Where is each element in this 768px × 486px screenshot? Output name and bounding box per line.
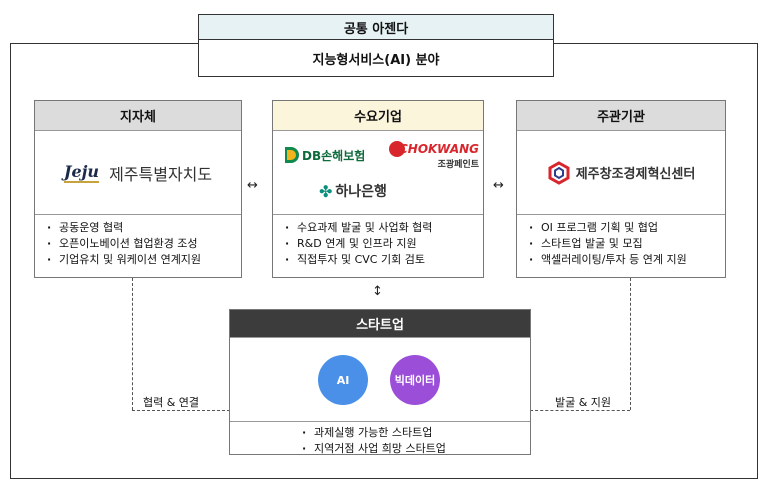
ccei-logo-icon xyxy=(548,160,570,185)
startup-box: 스타트업 AI 빅데이터 과제실행 가능한 스타트업 지역거점 사업 희망 스타… xyxy=(229,309,531,457)
bigdata-circle: 빅데이터 xyxy=(390,355,440,405)
host-organization-title: 주관기관 xyxy=(517,101,725,131)
db-logo: DB손해보험 xyxy=(283,145,365,165)
chokwang-circle-icon xyxy=(389,141,405,157)
agenda-title: 공통 아젠다 xyxy=(198,14,554,40)
jeju-logo-mark: Jeju xyxy=(63,162,100,183)
local-government-title: 지자체 xyxy=(35,101,241,131)
left-dashed-connector xyxy=(132,278,133,410)
demand-company-box: 수요기업 DB손해보험 CHOKWANG 조광페인트 ✤ 하나은행 수요과제 발… xyxy=(272,100,484,278)
right-bidirectional-arrow: ↔ xyxy=(493,178,504,193)
list-item: 수요과제 발굴 및 사업화 협력 xyxy=(283,220,483,236)
demand-company-title: 수요기업 xyxy=(273,101,483,131)
hana-logo: ✤ 하나은행 xyxy=(319,181,387,201)
vertical-bidirectional-arrow: ↕ xyxy=(372,284,383,299)
company-logos: DB손해보험 CHOKWANG 조광페인트 ✤ 하나은행 xyxy=(273,131,483,215)
list-item: 기업유치 및 워케이션 연계지원 xyxy=(45,252,241,268)
list-item: OI 프로그램 기획 및 협업 xyxy=(527,220,725,236)
left-dashed-connector-horizontal xyxy=(132,410,230,411)
hana-logo-text: 하나은행 xyxy=(335,184,387,200)
db-logo-icon xyxy=(285,147,299,163)
right-dashed-connector xyxy=(630,278,631,410)
list-item: 오픈이노베이션 협업환경 조성 xyxy=(45,236,241,252)
local-government-box: 지자체 Jeju 제주특별자치도 공동운영 협력 오픈이노베이션 협업환경 조성… xyxy=(34,100,242,278)
jeju-logo-text: 제주특별자치도 xyxy=(109,164,213,184)
chokwang-logo-kr: 조광페인트 xyxy=(437,160,480,170)
left-bidirectional-arrow: ↔ xyxy=(247,178,258,193)
host-organization-box: 주관기관 제주창조경제혁신센터 OI 프로그램 기획 및 협업 스타트업 발굴 … xyxy=(516,100,726,278)
collaboration-label: 협력 & 연결 xyxy=(140,394,203,410)
discovery-support-label: 발굴 & 지원 xyxy=(552,394,615,410)
chokwang-logo: CHOKWANG 조광페인트 xyxy=(389,141,479,170)
jeju-logo: Jeju 제주특별자치도 xyxy=(35,131,241,215)
startup-title: 스타트업 xyxy=(230,310,530,338)
list-item: 액셀러레이팅/투자 등 연계 지원 xyxy=(527,252,725,268)
local-government-roles: 공동운영 협력 오픈이노베이션 협업환경 조성 기업유치 및 워케이션 연계지원 xyxy=(35,215,241,268)
right-dashed-connector-horizontal xyxy=(530,410,630,411)
ai-circle: AI xyxy=(318,355,368,405)
host-organization-roles: OI 프로그램 기획 및 협업 스타트업 발굴 및 모집 액셀러레이팅/투자 등… xyxy=(517,215,725,268)
demand-company-roles: 수요과제 발굴 및 사업화 협력 R&D 연계 및 인프라 지원 직접투자 및 … xyxy=(273,215,483,268)
list-item: R&D 연계 및 인프라 지원 xyxy=(283,236,483,252)
list-item: 지역거점 사업 희망 스타트업 xyxy=(300,441,530,457)
list-item: 직접투자 및 CVC 기회 검토 xyxy=(283,252,483,268)
startup-criteria: 과제실행 가능한 스타트업 지역거점 사업 희망 스타트업 xyxy=(230,422,530,457)
startup-field-area: AI 빅데이터 xyxy=(230,338,530,422)
db-logo-text: DB손해보험 xyxy=(302,148,366,163)
list-item: 공동운영 협력 xyxy=(45,220,241,236)
list-item: 과제실행 가능한 스타트업 xyxy=(300,425,530,441)
ccei-logo-text: 제주창조경제혁신센터 xyxy=(575,167,696,182)
list-item: 스타트업 발굴 및 모집 xyxy=(527,236,725,252)
agenda-subtitle: 지능형서비스(AI) 분야 xyxy=(198,40,554,77)
hana-logo-icon: ✤ xyxy=(319,181,333,201)
ccei-logo: 제주창조경제혁신센터 xyxy=(517,131,725,215)
chokwang-logo-text: CHOKWANG xyxy=(399,142,480,156)
